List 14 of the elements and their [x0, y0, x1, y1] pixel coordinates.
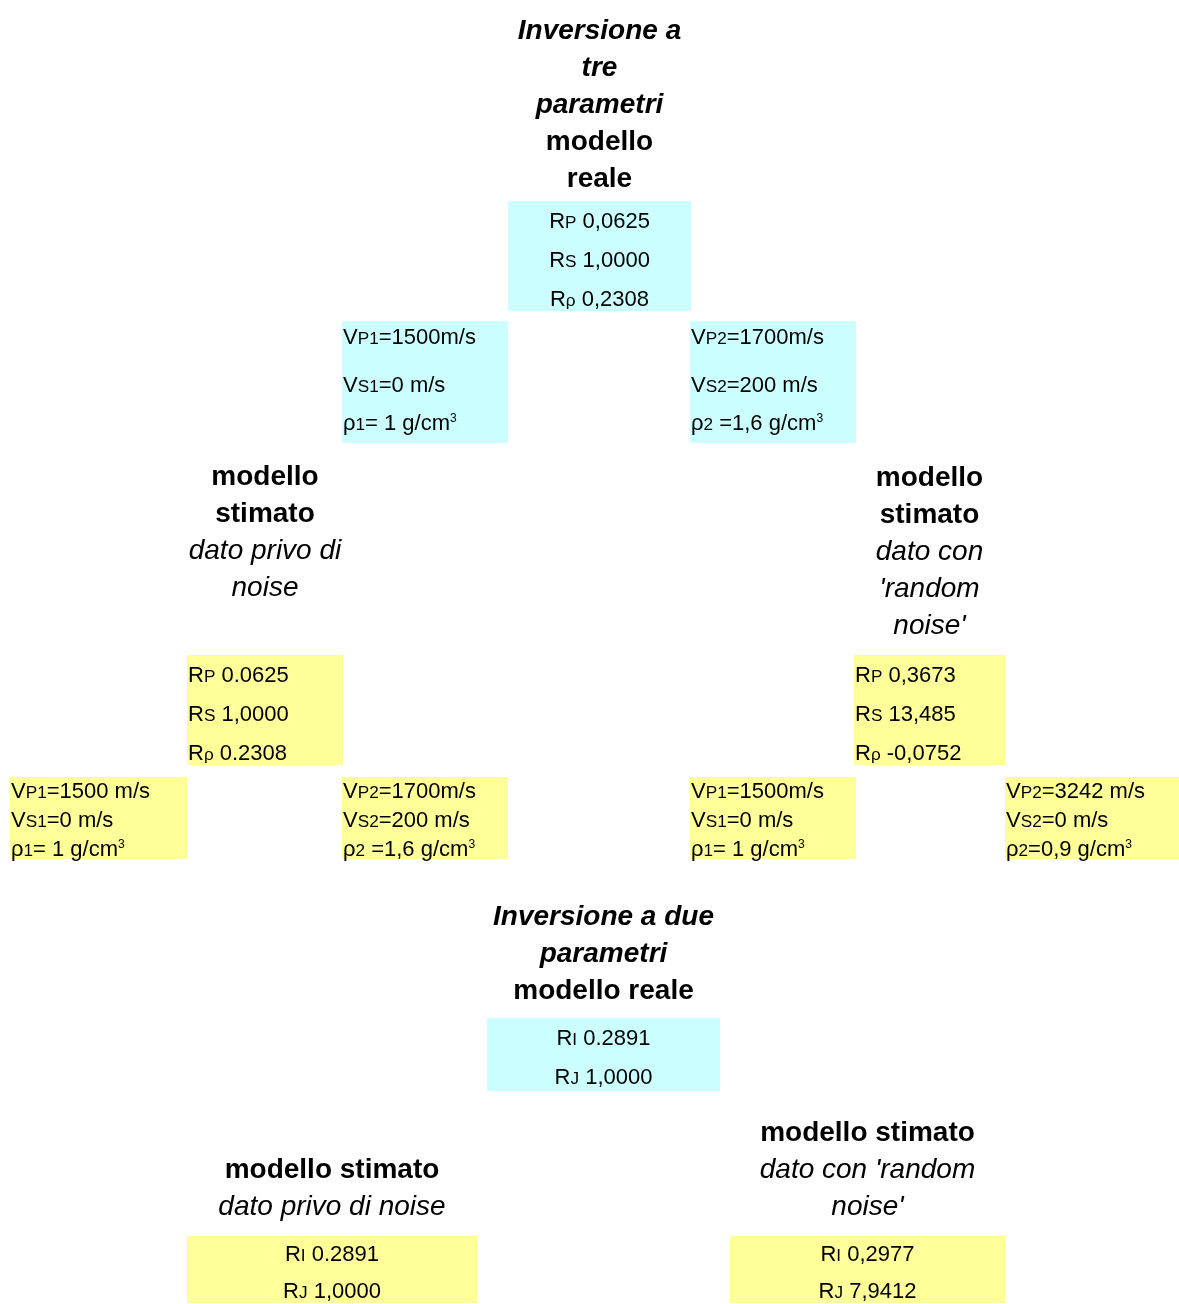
subheading: modello reale — [544, 124, 655, 195]
value-box — [10, 777, 187, 859]
value-box — [690, 321, 856, 443]
subheading: modello reale — [512, 973, 695, 1007]
heading: modello stimato — [759, 1115, 976, 1149]
subheading: dato privo di noise — [187, 533, 343, 604]
subheading: dato con 'random noise' — [758, 1152, 977, 1223]
subheading: dato privo di noise — [217, 1189, 447, 1223]
subheading: dato con 'random noise' — [874, 534, 985, 642]
heading: modello stimato — [223, 1152, 441, 1186]
value-box — [342, 321, 508, 443]
value-box — [690, 777, 856, 859]
value-box — [342, 777, 508, 859]
value-box — [1005, 777, 1179, 859]
